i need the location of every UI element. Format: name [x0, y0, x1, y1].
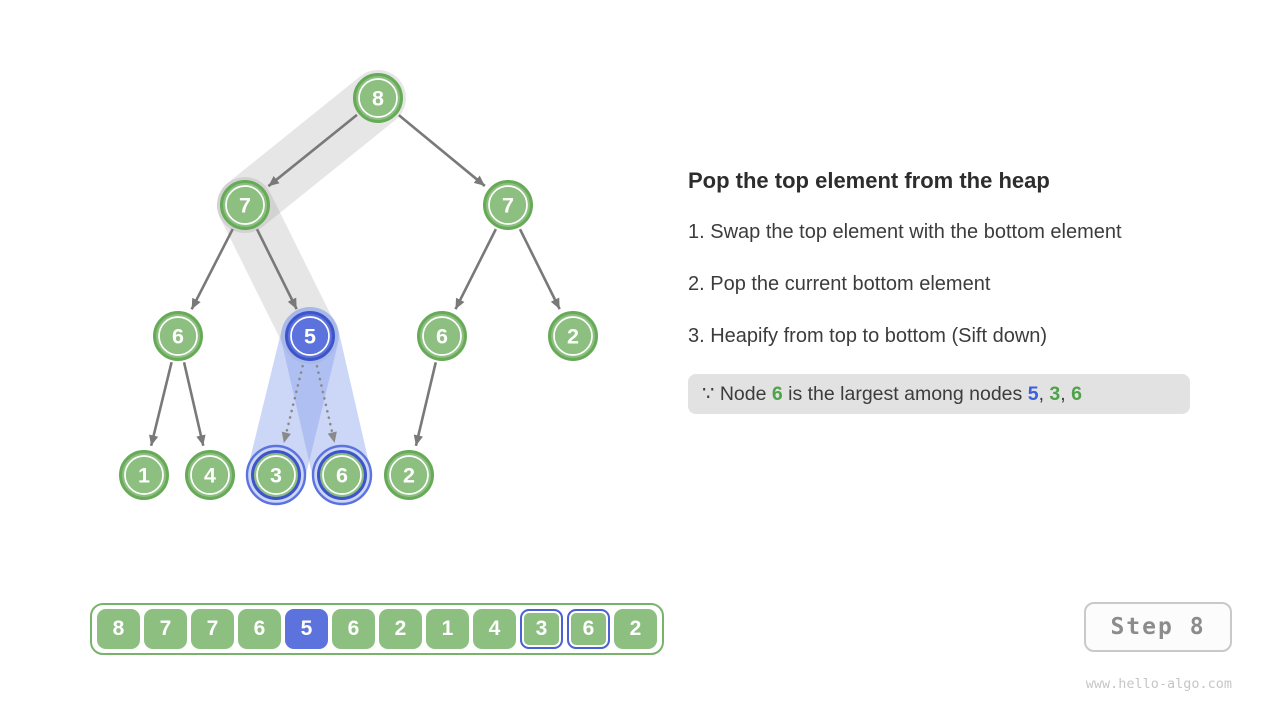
tree-node-4: 4	[185, 450, 235, 500]
tree-node-value: 2	[403, 464, 415, 488]
watermark: www.hello-algo.com	[1085, 676, 1232, 692]
note-text: ∵ Node	[702, 383, 772, 405]
array-cell-4: 5	[285, 609, 328, 649]
edge	[518, 228, 561, 310]
tree-node-3-candidate: 3	[245, 444, 307, 506]
array-cell-9: 3	[520, 609, 563, 649]
tree-node-value: 4	[204, 464, 216, 488]
tree-node-value: 7	[239, 194, 251, 218]
heap-tree-diagram: 8 7 7 6 5 6 2 1 4 3 6 2	[119, 70, 598, 506]
note-node-ref: 6	[1071, 382, 1082, 405]
tree-node-1: 1	[119, 450, 169, 500]
edge	[190, 228, 234, 310]
array-cell-1: 7	[144, 609, 187, 649]
panel-step-1: 1. Swap the top element with the bottom …	[688, 221, 1122, 243]
array-cell-11: 2	[614, 609, 657, 649]
panel-step-2: 2. Pop the current bottom element	[688, 273, 991, 295]
tree-node-2: 2	[548, 311, 598, 361]
array-cell-7: 1	[426, 609, 469, 649]
array-cell-5: 6	[332, 609, 375, 649]
note-text: is the largest among nodes	[782, 382, 1028, 405]
tree-node-value: 1	[138, 464, 150, 488]
edge	[149, 361, 173, 447]
edge	[398, 114, 486, 187]
edge-sift-dotted	[315, 364, 337, 445]
array-cell-2: 7	[191, 609, 234, 649]
array-cell-0: 8	[97, 609, 140, 649]
note-node-ref: 5	[1027, 382, 1039, 405]
tree-node-8: 8	[353, 73, 403, 123]
tree-node-6: 6	[153, 311, 203, 361]
tree-node-7: 7	[220, 180, 270, 230]
tree-node-6-candidate: 6	[311, 444, 373, 506]
edge	[267, 113, 358, 188]
note-text: ,	[1038, 382, 1050, 405]
step-badge-label: Step 8	[1110, 614, 1206, 640]
edge	[454, 228, 498, 310]
tree-node-value: 7	[502, 194, 514, 218]
note-chip: ∵ Node 6 is the largest among nodes 5, 3…	[688, 374, 1190, 414]
array-cell-3: 6	[238, 609, 281, 649]
edge	[182, 362, 206, 447]
array-cell-8: 4	[473, 609, 516, 649]
array-cell-6: 2	[379, 609, 422, 649]
tree-node-5-current: 5	[285, 311, 335, 361]
edge-sift-dotted	[281, 364, 304, 445]
panel-title: Pop the top element from the heap	[688, 168, 1050, 193]
note-node-ref: 3	[1049, 382, 1061, 405]
edge	[413, 361, 438, 447]
panel-step-3: 3. Heapify from top to bottom (Sift down…	[688, 325, 1048, 347]
note-text: ,	[1060, 382, 1072, 405]
edge	[255, 228, 298, 310]
step-badge: Step 8	[1084, 602, 1232, 652]
tree-node-2: 2	[384, 450, 434, 500]
explanation-panel: Pop the top element from the heap 1. Swa…	[688, 168, 1228, 414]
tree-node-value: 8	[372, 87, 384, 111]
tree-node-value: 3	[270, 464, 282, 488]
tree-node-value: 6	[436, 325, 448, 349]
tree-node-value: 2	[567, 325, 579, 349]
tree-node-value: 5	[304, 325, 316, 349]
tree-node-7: 7	[483, 180, 533, 230]
note-node-ref: 6	[771, 382, 783, 405]
tree-node-value: 6	[336, 464, 348, 488]
tree-node-6: 6	[417, 311, 467, 361]
tree-node-value: 6	[172, 325, 184, 349]
array-cell-10: 6	[567, 609, 610, 649]
